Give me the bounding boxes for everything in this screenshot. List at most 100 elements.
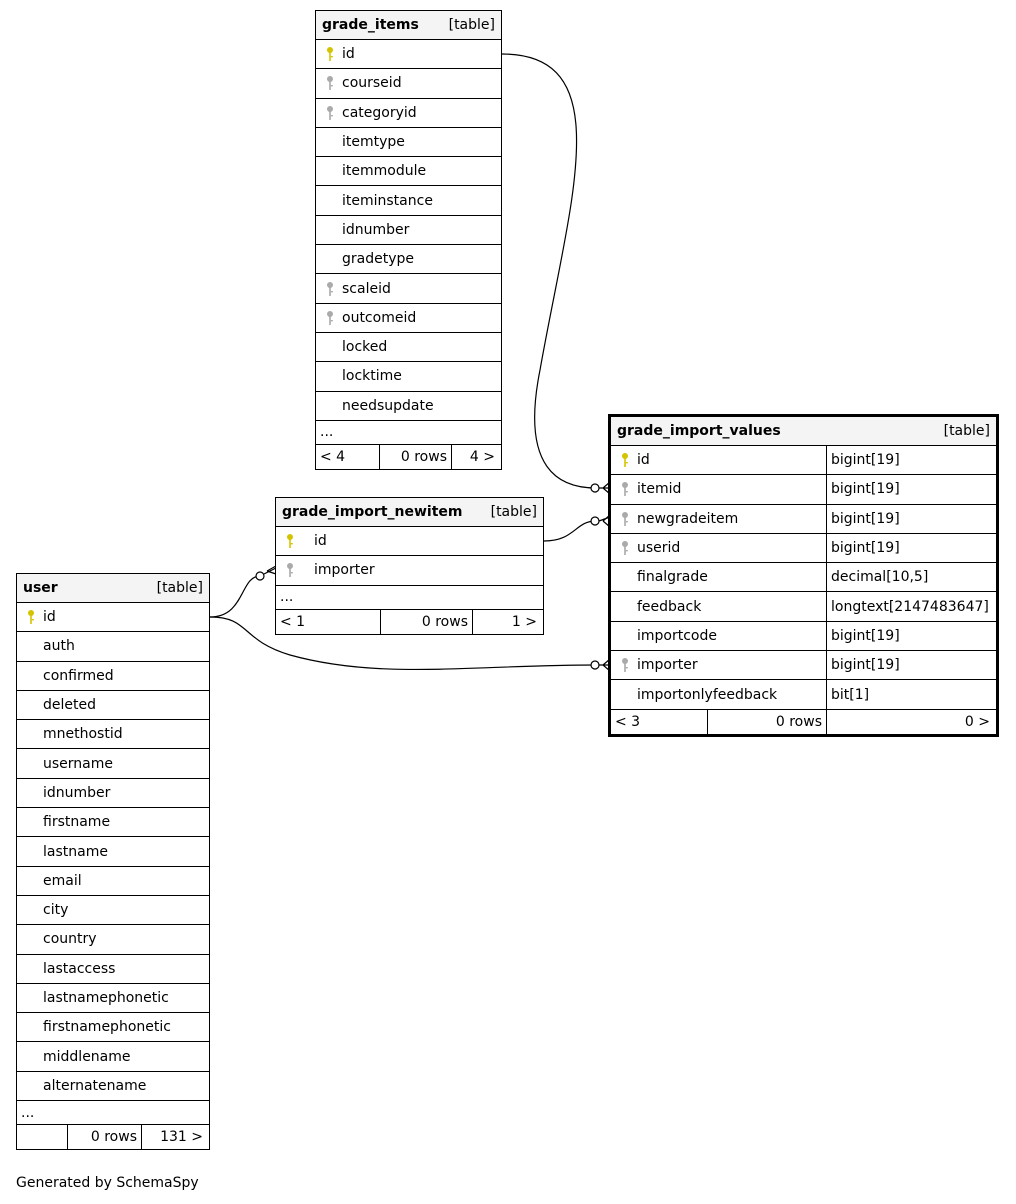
column-row[interactable]: courseid (316, 69, 501, 99)
column-row[interactable]: locktime (316, 362, 501, 392)
more-columns-ellipsis: ... (17, 1101, 209, 1126)
table-kind: [table] (490, 504, 537, 520)
column-row[interactable]: lastaccess (17, 955, 209, 984)
table-name: grade_items (322, 17, 419, 33)
column-row[interactable]: gradetype (316, 245, 501, 275)
column-row[interactable]: newgradeitem bigint[19] (611, 504, 996, 534)
primary-key-icon (280, 533, 300, 549)
row-count: 0 rows (381, 609, 473, 634)
column-row[interactable]: username (17, 749, 209, 779)
column-row[interactable]: idnumber (17, 779, 209, 809)
column-row[interactable]: feedback longtext[2147483647] (611, 592, 996, 622)
column-row[interactable]: city (17, 896, 209, 926)
column-name: firstnamephonetic (43, 1019, 171, 1036)
column-row[interactable]: categoryid (316, 99, 501, 128)
column-row[interactable]: lastnamephonetic (17, 984, 209, 1014)
column-row[interactable]: id (17, 603, 209, 633)
column-row[interactable]: middlename (17, 1042, 209, 1072)
foreign-key-icon (615, 481, 635, 497)
column-row[interactable]: iteminstance (316, 186, 501, 216)
children-link[interactable]: 131 > (160, 1129, 203, 1146)
column-row[interactable]: lastname (17, 837, 209, 867)
column-type: longtext[2147483647] (831, 598, 989, 615)
column-row[interactable]: outcomeid (316, 304, 501, 333)
column-name: gradetype (342, 251, 414, 268)
column-type: bigint[19] (831, 510, 900, 527)
children-link[interactable]: 1 > (511, 613, 537, 630)
column-row[interactable]: confirmed (17, 662, 209, 691)
table-name: grade_import_newitem (282, 504, 463, 520)
parents-link[interactable]: < 4 (316, 444, 380, 469)
column-row[interactable]: idnumber (316, 216, 501, 246)
column-name: deleted (43, 697, 96, 714)
column-name: importer (637, 657, 698, 674)
column-row[interactable]: alternatename (17, 1072, 209, 1102)
column-row[interactable]: scaleid (316, 274, 501, 304)
column-row[interactable]: auth (17, 632, 209, 662)
crows-foot-itemid-icon (590, 481, 611, 495)
column-row[interactable]: firstnamephonetic (17, 1013, 209, 1043)
primary-key-icon (615, 452, 635, 468)
column-row[interactable]: id (276, 527, 543, 557)
parents-link[interactable]: < 3 (611, 709, 708, 734)
column-row[interactable]: country (17, 925, 209, 955)
column-name: userid (637, 540, 681, 557)
foreign-key-icon (320, 281, 340, 297)
column-type: bigint[19] (831, 627, 900, 644)
column-row[interactable]: email (17, 867, 209, 896)
column-name: mnethostid (43, 726, 123, 743)
more-columns-ellipsis: ... (276, 586, 543, 610)
column-row[interactable]: itemtype (316, 128, 501, 158)
column-row[interactable]: itemmodule (316, 157, 501, 187)
foreign-key-icon (280, 562, 300, 578)
parents-link[interactable]: < 1 (276, 609, 381, 634)
column-name: itemtype (342, 134, 405, 151)
column-row[interactable]: needsupdate (316, 392, 501, 421)
more-columns-ellipsis: ... (316, 421, 501, 445)
table-kind: [table] (943, 423, 990, 439)
column-name: idnumber (342, 221, 410, 238)
parents-link[interactable] (17, 1125, 68, 1150)
column-type: bigint[19] (831, 657, 900, 674)
column-row[interactable]: mnethostid (17, 720, 209, 750)
children-link[interactable]: 0 > (964, 713, 990, 730)
column-name: feedback (637, 598, 702, 615)
table-kind: [table] (156, 580, 203, 596)
column-row[interactable]: deleted (17, 691, 209, 721)
column-row[interactable]: id (316, 40, 501, 70)
table-footer: 0 rows 131 > (17, 1125, 209, 1150)
foreign-key-icon (615, 540, 635, 556)
column-name: itemmodule (342, 163, 427, 180)
table-name: user (23, 580, 58, 596)
column-row[interactable]: importer bigint[19] (611, 651, 996, 681)
table-footer: < 3 0 rows 0 > (611, 709, 996, 734)
crows-foot-importer-newitem-icon (255, 565, 277, 581)
table-header: grade_items [table] (316, 11, 501, 40)
column-row[interactable]: importer (276, 556, 543, 586)
column-row[interactable]: locked (316, 333, 501, 363)
column-name: email (43, 872, 82, 889)
table-header: grade_import_values [table] (611, 417, 996, 446)
relationship-newitem-to-values (543, 520, 597, 542)
column-row[interactable]: firstname (17, 808, 209, 838)
table-header: grade_import_newitem [table] (276, 498, 543, 527)
column-name: idnumber (43, 784, 111, 801)
column-name: itemid (637, 481, 682, 498)
column-name: newgradeitem (637, 510, 739, 527)
children-link[interactable]: 4 > (469, 448, 495, 465)
foreign-key-icon (320, 310, 340, 326)
foreign-key-icon (320, 105, 340, 121)
